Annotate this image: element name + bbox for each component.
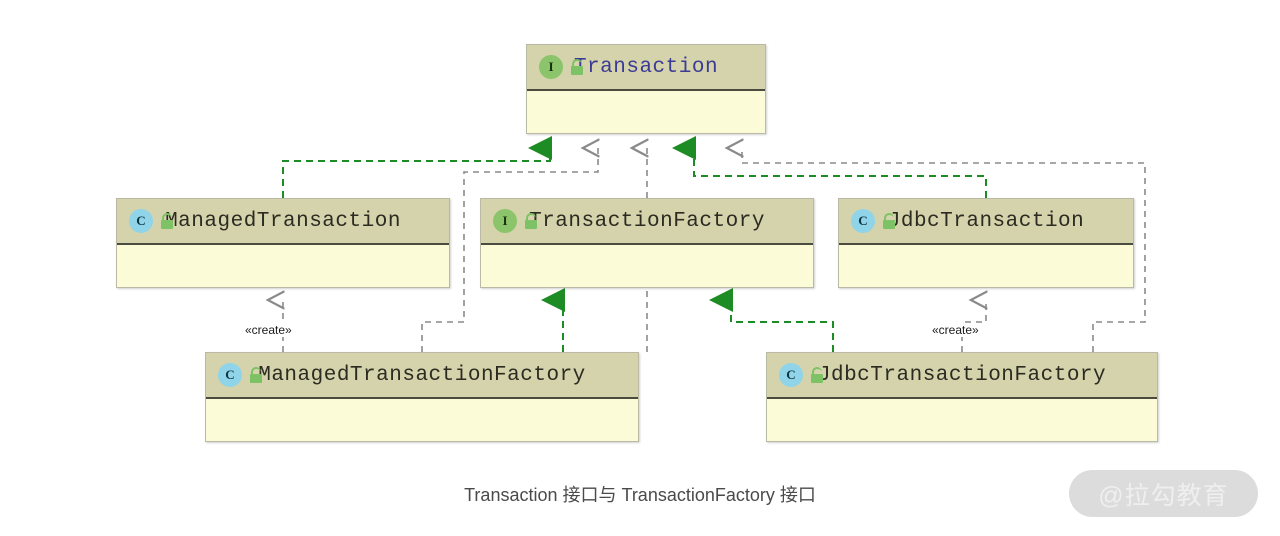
- uml-header-jdbctransactionfactory: C JdbcTransactionFactory: [767, 353, 1157, 399]
- uml-header-jdbctransaction: C JdbcTransaction: [839, 199, 1133, 245]
- edge-realization-jdbctransaction-transaction: [672, 136, 987, 198]
- uml-members-managedtransaction: [117, 245, 449, 287]
- uml-class-managedtransaction[interactable]: C ManagedTransaction: [116, 198, 450, 288]
- uml-class-transactionfactory[interactable]: I TransactionFactory: [480, 198, 814, 288]
- interface-badge-icon: I: [539, 55, 563, 79]
- class-badge-icon: C: [779, 363, 803, 387]
- open-padlock-icon: [249, 367, 263, 383]
- uml-class-jdbctransaction[interactable]: C JdbcTransaction: [838, 198, 1134, 288]
- edge-realization-managedtransaction-transaction: [282, 136, 552, 198]
- uml-header-managedtransactionfactory: C ManagedTransactionFactory: [206, 353, 638, 399]
- uml-header-transaction: I Transaction: [527, 45, 765, 91]
- uml-class-name-managedtransactionfactory: ManagedTransactionFactory: [258, 363, 586, 387]
- uml-class-transaction[interactable]: I Transaction: [526, 44, 766, 134]
- edge-label-create-right: «create»: [930, 323, 981, 337]
- class-badge-icon: C: [218, 363, 242, 387]
- class-badge-icon: C: [851, 209, 875, 233]
- uml-members-transactionfactory: [481, 245, 813, 287]
- open-padlock-icon: [882, 213, 896, 229]
- edge-label-create-left: «create»: [243, 323, 294, 337]
- uml-members-jdbctransactionfactory: [767, 399, 1157, 441]
- watermark: @拉勾教育: [1069, 470, 1258, 517]
- class-badge-icon: C: [129, 209, 153, 233]
- open-padlock-icon: [570, 59, 584, 75]
- uml-header-transactionfactory: I TransactionFactory: [481, 199, 813, 245]
- uml-class-managedtransactionfactory[interactable]: C ManagedTransactionFactory: [205, 352, 639, 442]
- uml-class-name-jdbctransactionfactory: JdbcTransactionFactory: [817, 363, 1107, 387]
- open-padlock-icon: [524, 213, 538, 229]
- diagram-caption: Transaction 接口与 TransactionFactory 接口: [464, 485, 816, 505]
- uml-members-jdbctransaction: [839, 245, 1133, 287]
- open-padlock-icon: [160, 213, 174, 229]
- uml-header-managedtransaction: C ManagedTransaction: [117, 199, 449, 245]
- uml-members-managedtransactionfactory: [206, 399, 638, 441]
- open-padlock-icon: [810, 367, 824, 383]
- interface-badge-icon: I: [493, 209, 517, 233]
- edge-realization-jdbctransactionfactory-transactionfactory: [709, 288, 834, 352]
- uml-members-transaction: [527, 91, 765, 133]
- uml-class-jdbctransactionfactory[interactable]: C JdbcTransactionFactory: [766, 352, 1158, 442]
